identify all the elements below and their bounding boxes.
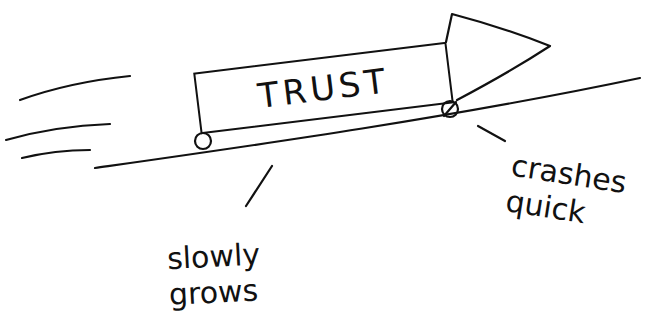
annotation-note: crashes quick xyxy=(503,147,653,240)
rear-wheel xyxy=(195,133,211,149)
speed-line xyxy=(20,76,130,100)
leader-line xyxy=(246,166,272,206)
speed-line xyxy=(22,150,90,158)
annotation-note: slowly grows xyxy=(166,235,290,313)
speed-line xyxy=(6,124,110,140)
node-title: TRUST xyxy=(256,60,392,116)
wheel-mark xyxy=(444,102,456,116)
front-wheel xyxy=(442,101,458,117)
leader-line xyxy=(478,126,505,141)
vehicle-nose xyxy=(446,14,550,100)
